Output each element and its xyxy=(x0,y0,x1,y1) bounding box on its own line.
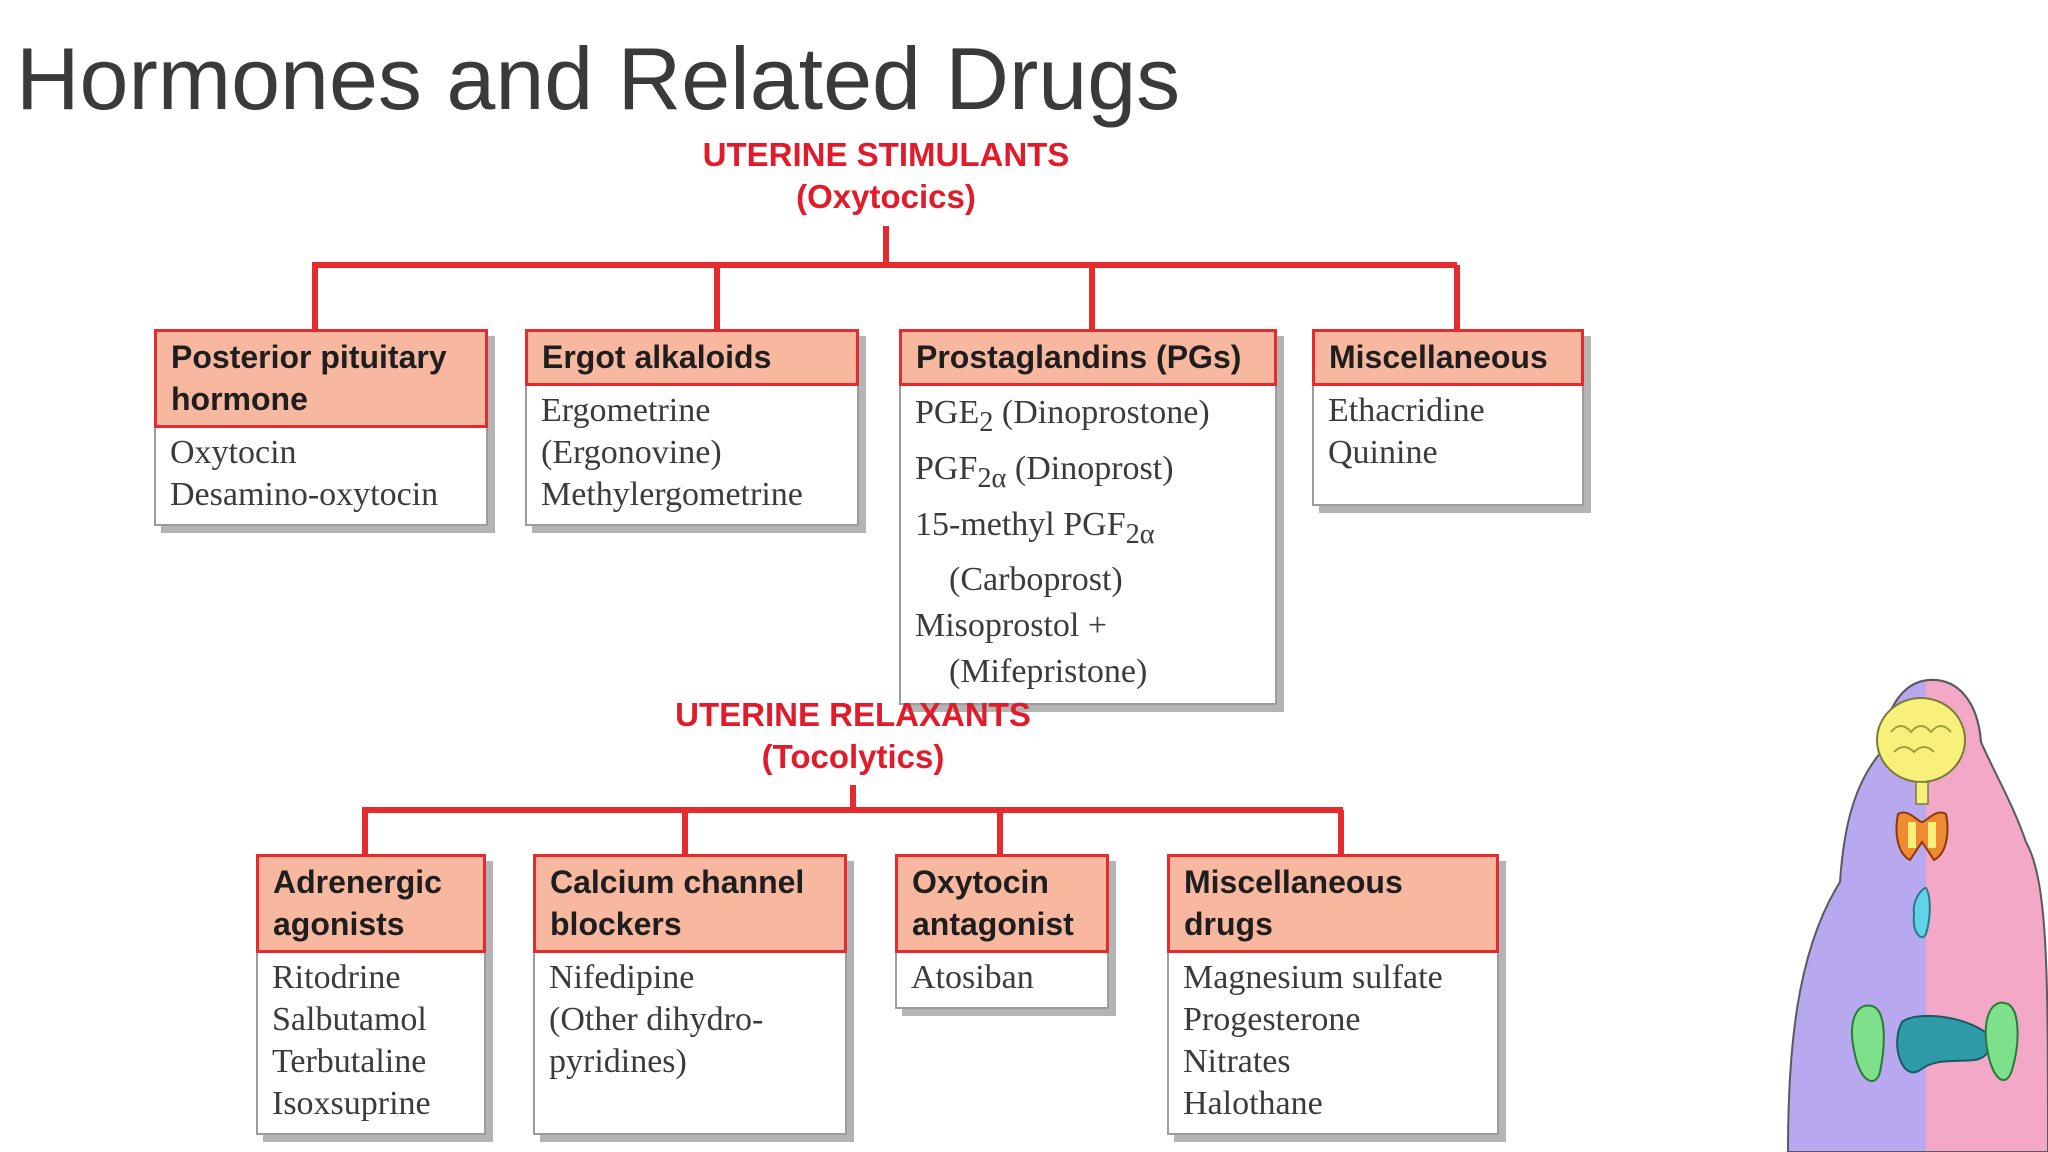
box-header: Ergot alkaloids xyxy=(525,329,859,386)
drug-item: Terbutaline xyxy=(272,1043,427,1080)
box-prostaglandins: Prostaglandins (PGs) PGE2 (Dinoprostone)… xyxy=(899,329,1277,706)
drug-item: Isoxsuprine xyxy=(272,1085,431,1122)
box-body: Ergometrine (Ergonovine) Methylergometri… xyxy=(527,386,857,524)
box-ergot-alkaloids: Ergot alkaloids Ergometrine (Ergonovine)… xyxy=(525,329,859,526)
drug-item: Methylergometrine xyxy=(541,476,803,513)
box-body: Nifedipine (Other dihydro- pyridines) xyxy=(535,953,845,1133)
box-body: Oxytocin Desamino-oxytocin xyxy=(156,428,486,524)
drug-item: (Mifepristone) xyxy=(949,653,1148,691)
box-body: Magnesium sulfate Progesterone Nitrates … xyxy=(1169,953,1497,1133)
box-body: PGE2 (Dinoprostone) PGF2α (Dinoprost) 15… xyxy=(901,386,1275,703)
box-header: Oxytocin antagonist xyxy=(895,854,1109,953)
box-header: Prostaglandins (PGs) xyxy=(899,329,1277,386)
box-header: Miscellaneous xyxy=(1312,329,1584,386)
relaxants-title-line2: (Tocolytics) xyxy=(761,738,945,775)
drug-item: Ethacridine xyxy=(1328,392,1485,429)
stimulants-title-line1: UTERINE STIMULANTS xyxy=(702,136,1070,173)
drug-item: Salbutamol xyxy=(272,1001,427,1038)
drug-item: Ergometrine xyxy=(541,392,711,429)
drug-item: Nitrates xyxy=(1183,1043,1291,1080)
box-header: Miscellaneous drugs xyxy=(1167,854,1499,953)
relaxants-title-line1: UTERINE RELAXANTS xyxy=(675,696,1031,733)
stimulants-title: UTERINE STIMULANTS (Oxytocics) xyxy=(686,134,1086,218)
box-body: Ethacridine Quinine xyxy=(1314,386,1582,504)
box-header: Adrenergic agonists xyxy=(256,854,486,953)
box-header: Posterior pituitary hormone xyxy=(154,329,488,428)
drug-item: Quinine xyxy=(1328,434,1438,471)
drug-item: PGE2 (Dinoprostone) xyxy=(915,394,1210,438)
endocrine-body-icon xyxy=(1786,678,2048,1152)
drug-item: Desamino-oxytocin xyxy=(170,476,439,513)
drug-item: (Other dihydro- xyxy=(549,1001,764,1038)
box-miscellaneous: Miscellaneous Ethacridine Quinine xyxy=(1312,329,1584,506)
drug-item: Magnesium sulfate xyxy=(1183,959,1443,996)
drug-item: Oxytocin xyxy=(170,434,297,471)
box-oxytocin-antagonist: Oxytocin antagonist Atosiban xyxy=(895,854,1109,1009)
box-body: Atosiban xyxy=(897,953,1107,1007)
drug-item: Misoprostol + xyxy=(915,607,1108,645)
drug-item: Atosiban xyxy=(911,959,1034,996)
box-posterior-pituitary: Posterior pituitary hormone Oxytocin Des… xyxy=(154,329,488,526)
slide-title: Hormones and Related Drugs xyxy=(16,29,1181,128)
box-miscellaneous-drugs: Miscellaneous drugs Magnesium sulfate Pr… xyxy=(1167,854,1499,1135)
stimulants-title-line2: (Oxytocics) xyxy=(796,178,976,215)
box-calcium-channel-blockers: Calcium channel blockers Nifedipine (Oth… xyxy=(533,854,847,1135)
drug-item: Ritodrine xyxy=(272,959,401,996)
box-header: Calcium channel blockers xyxy=(533,854,847,953)
drug-item: pyridines) xyxy=(549,1043,687,1080)
relaxants-title: UTERINE RELAXANTS (Tocolytics) xyxy=(653,694,1053,778)
drug-item: PGF2α (Dinoprost) xyxy=(915,449,1174,494)
drug-item: (Carboprost) xyxy=(949,561,1123,599)
drug-item: Halothane xyxy=(1183,1085,1323,1122)
box-body: Ritodrine Salbutamol Terbutaline Isoxsup… xyxy=(258,953,484,1133)
drug-item: Nifedipine xyxy=(549,959,695,996)
drug-item: 15-methyl PGF2α xyxy=(915,505,1155,550)
drug-item: (Ergonovine) xyxy=(541,434,722,471)
drug-item: Progesterone xyxy=(1183,1001,1361,1038)
box-adrenergic-agonists: Adrenergic agonists Ritodrine Salbutamol… xyxy=(256,854,486,1135)
